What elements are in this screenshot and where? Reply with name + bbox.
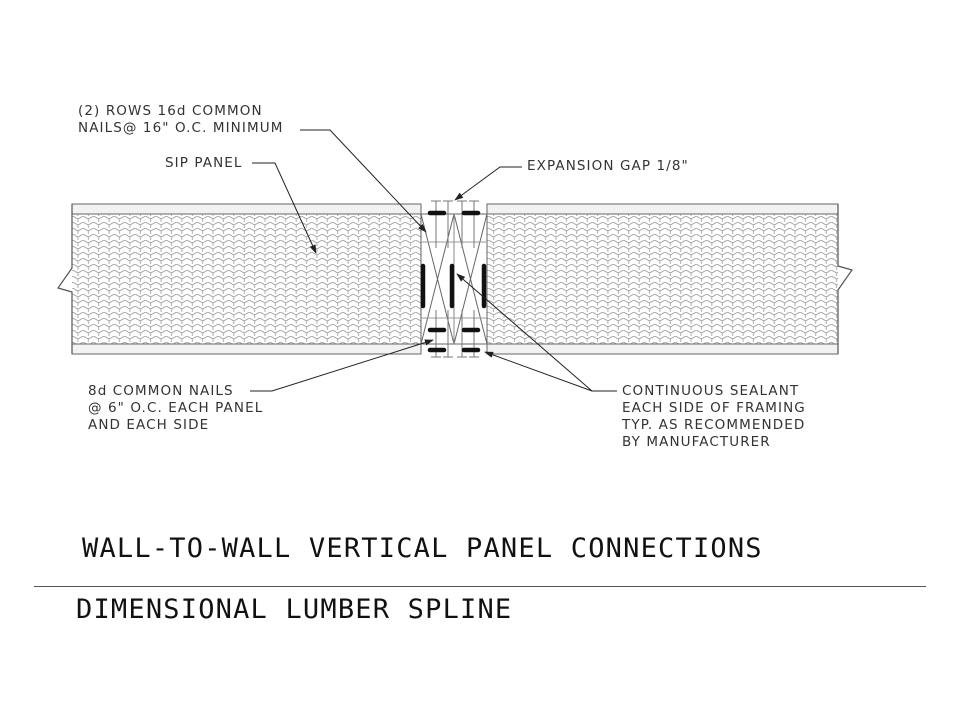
note-sealant: CONTINUOUS SEALANT EACH SIDE OF FRAMING … bbox=[622, 383, 806, 451]
detail-title: WALL-TO-WALL VERTICAL PANEL CONNECTIONS bbox=[82, 533, 763, 564]
note-sip-panel-line-1: SIP PANEL bbox=[165, 155, 243, 171]
leader-sealant-2 bbox=[484, 351, 593, 392]
note-16d-nails-line-2: NAILS@ 16" O.C. MINIMUM bbox=[78, 120, 284, 136]
note-sealant-line-3: TYP. AS RECOMMENDED bbox=[622, 417, 806, 433]
sealant-beads bbox=[427, 210, 481, 353]
note-expansion-gap-line-1: EXPANSION GAP 1/8" bbox=[527, 158, 689, 174]
leader-expansion-gap bbox=[454, 166, 522, 201]
note-16d-nails-line-1: (2) ROWS 16d COMMON bbox=[78, 103, 263, 119]
note-8d-nails-line-3: AND EACH SIDE bbox=[88, 417, 210, 433]
detail-subtitle: DIMENSIONAL LUMBER SPLINE bbox=[76, 594, 513, 625]
leader-16d-nails bbox=[300, 129, 427, 233]
note-8d-nails: 8d COMMON NAILS @ 6" O.C. EACH PANEL AND… bbox=[88, 383, 263, 434]
note-sip-panel: SIP PANEL bbox=[165, 155, 243, 172]
right-sip-panel bbox=[486, 203, 839, 355]
right-break-line bbox=[837, 204, 853, 354]
leader-8d-nails bbox=[250, 339, 434, 392]
note-sealant-line-1: CONTINUOUS SEALANT bbox=[622, 383, 800, 399]
leader-lines bbox=[250, 129, 617, 392]
nails-16d bbox=[420, 263, 487, 309]
note-16d-nails: (2) ROWS 16d COMMON NAILS@ 16" O.C. MINI… bbox=[78, 103, 283, 137]
note-8d-nails-line-1: 8d COMMON NAILS bbox=[88, 383, 234, 399]
note-expansion-gap: EXPANSION GAP 1/8" bbox=[527, 158, 689, 175]
note-sealant-line-4: BY MANUFACTURER bbox=[622, 434, 771, 450]
title-divider bbox=[34, 586, 926, 587]
note-sealant-line-2: EACH SIDE OF FRAMING bbox=[622, 400, 806, 416]
left-sip-panel bbox=[71, 203, 422, 355]
note-8d-nails-line-2: @ 6" O.C. EACH PANEL bbox=[88, 400, 264, 416]
leader-sip-panel bbox=[252, 162, 317, 254]
left-break-line bbox=[57, 204, 73, 354]
